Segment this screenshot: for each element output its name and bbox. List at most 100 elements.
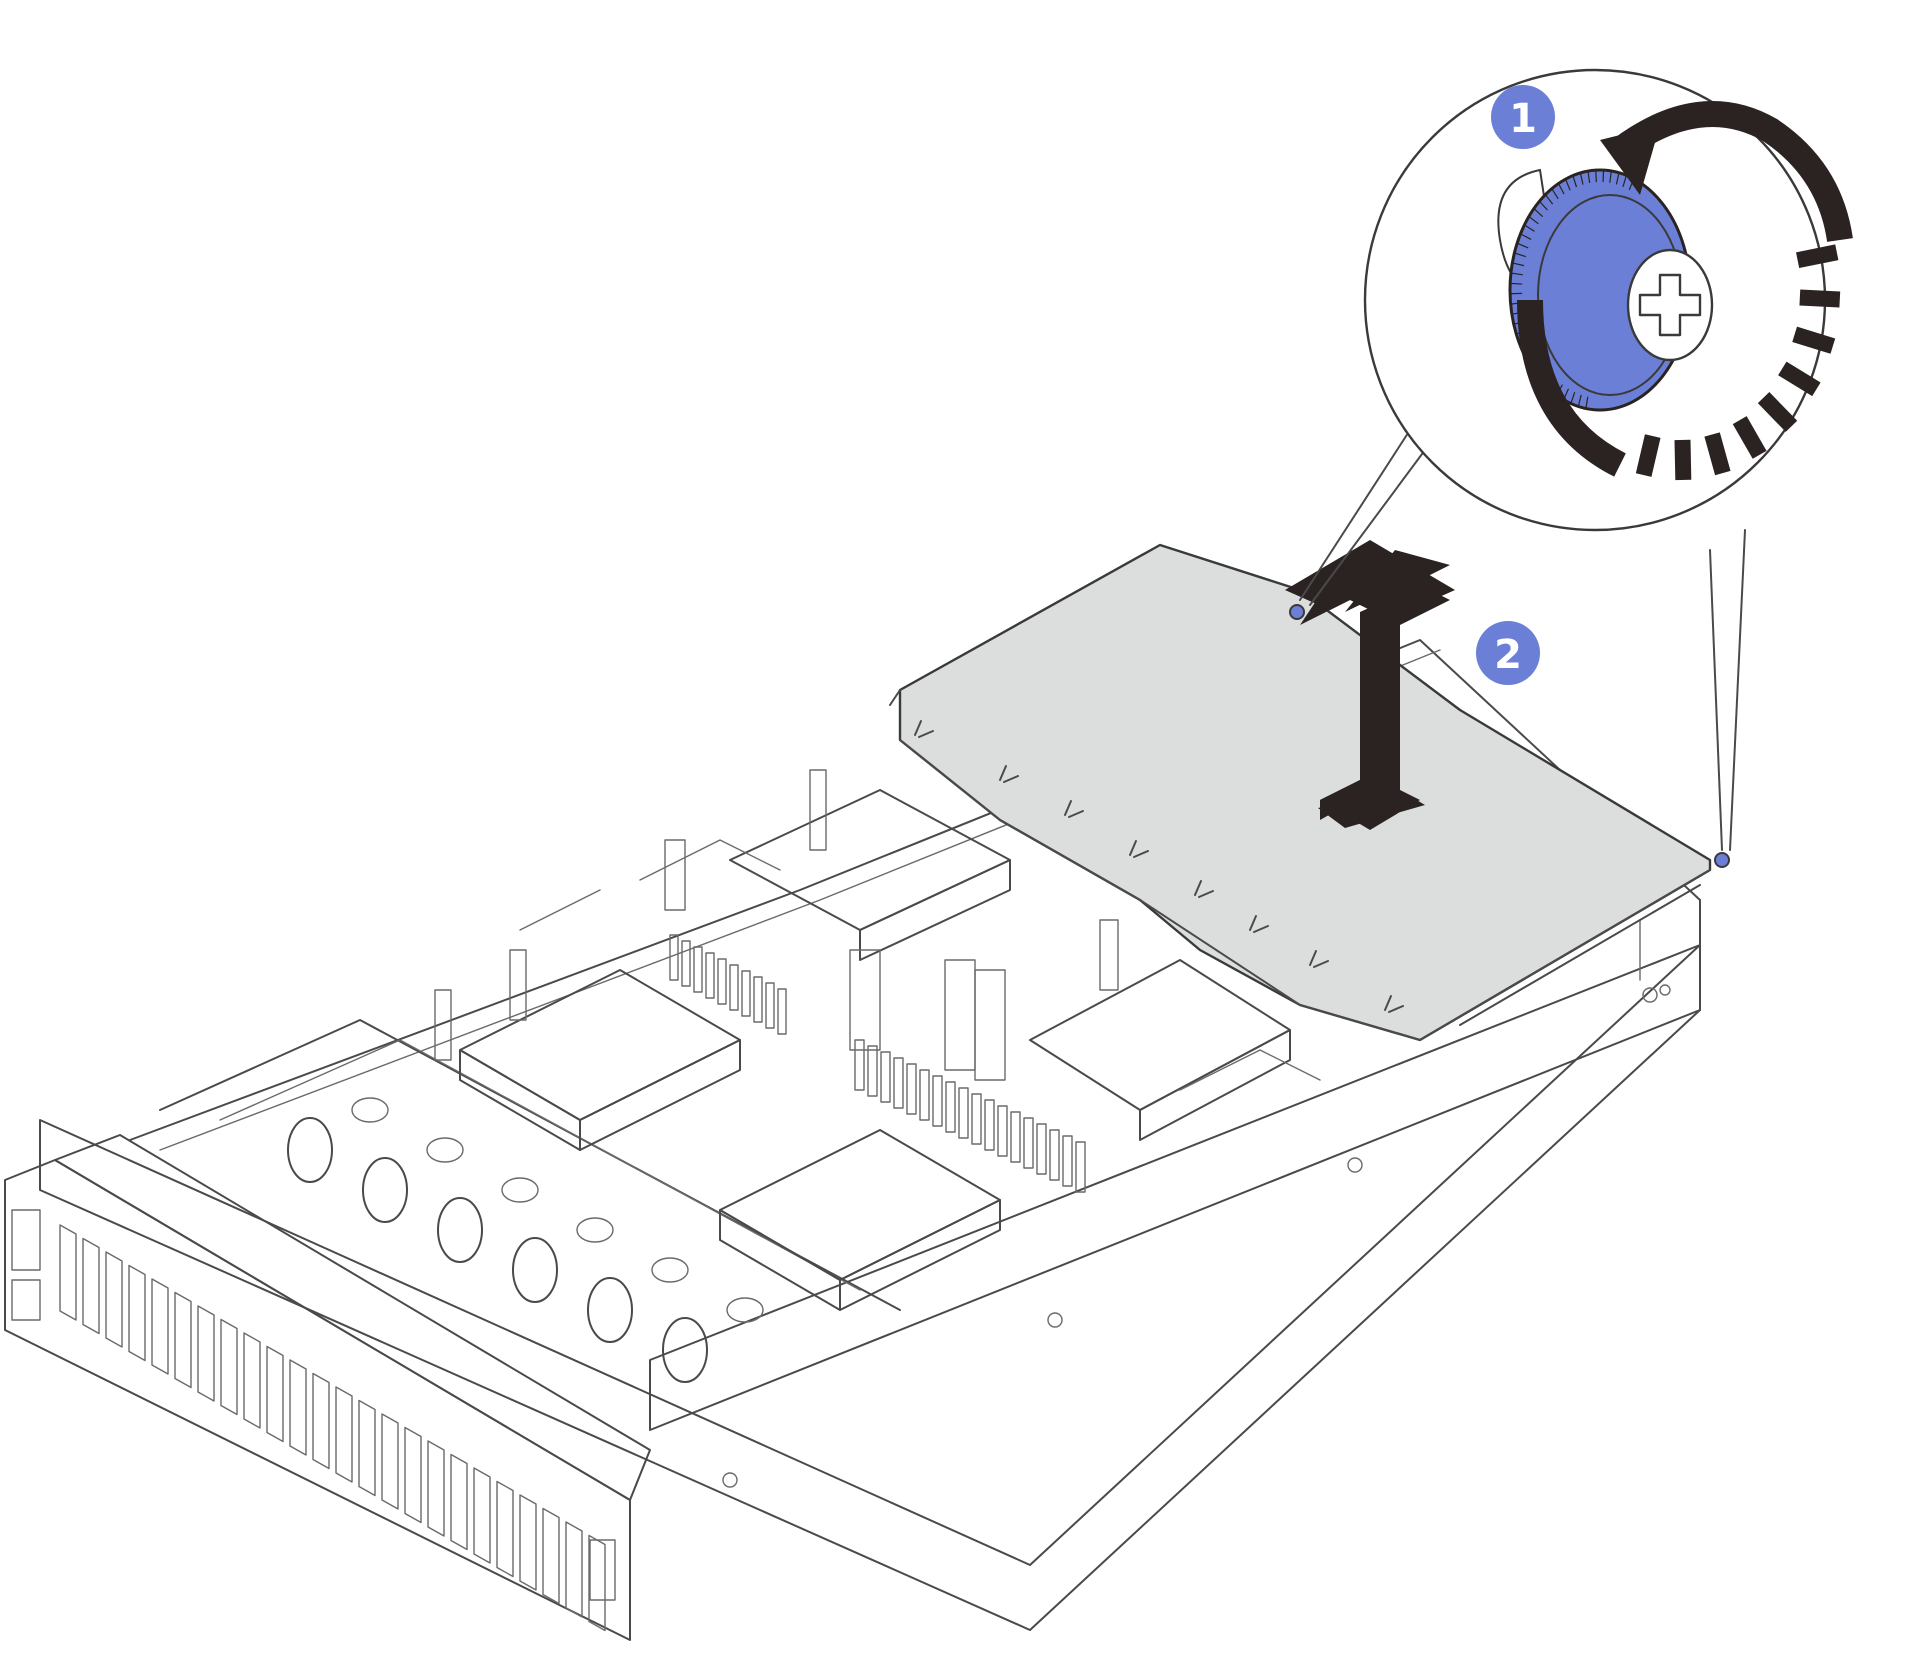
rotation-stripe — [1796, 244, 1839, 269]
dimm-slot — [717, 958, 727, 1005]
dimm-slot — [765, 982, 775, 1029]
drive-bay — [128, 1264, 146, 1362]
detail-magnifier — [1299, 68, 1853, 851]
rotation-stripe — [1704, 432, 1731, 476]
dimm-slot — [893, 1057, 904, 1109]
rotation-stripe — [1732, 416, 1767, 459]
drive-bay — [450, 1453, 468, 1551]
dimm-slot — [693, 946, 703, 993]
fan-hub — [426, 1137, 464, 1163]
knurl-line — [1579, 172, 1584, 185]
fan-hub — [501, 1177, 539, 1203]
drive-bay — [358, 1399, 376, 1497]
dimm-slot — [880, 1051, 891, 1103]
cover-tab — [999, 765, 1007, 781]
drive-bay — [197, 1305, 215, 1402]
drive-bay — [427, 1440, 445, 1537]
dimm-slot — [919, 1069, 930, 1121]
knurl-line — [1570, 391, 1576, 404]
cover-tab — [1068, 810, 1084, 818]
callout-step-1: 1 — [1491, 85, 1555, 149]
dimm-slot — [741, 970, 751, 1017]
fan — [512, 1237, 558, 1303]
knurl-line — [1528, 215, 1539, 225]
dimm-slot — [958, 1087, 969, 1139]
cover-tab — [1309, 950, 1317, 966]
knurl-line — [1595, 170, 1597, 183]
cover-tab — [1198, 890, 1214, 898]
callout-step-2: 2 — [1476, 621, 1540, 685]
lift-up-arrow-icon — [1285, 540, 1455, 830]
fan — [662, 1317, 708, 1383]
dimm-slot — [971, 1093, 982, 1145]
callout-label-1: 1 — [1509, 96, 1537, 142]
cover-tab — [1384, 995, 1392, 1011]
fan — [437, 1197, 483, 1263]
rotate-counterclockwise-arrow-icon — [1517, 101, 1853, 481]
drive-bay — [59, 1224, 77, 1321]
dimm-slot — [729, 964, 739, 1011]
knurl-line — [1577, 394, 1582, 407]
knurl-line — [1516, 242, 1529, 249]
knurl-line — [1510, 272, 1523, 276]
dimm-slot — [705, 952, 715, 999]
drive-bay — [404, 1426, 422, 1524]
knurl-line — [1514, 252, 1527, 258]
cover-tab — [1064, 800, 1072, 816]
cover-tab — [1388, 1005, 1404, 1013]
knurl-line — [1565, 178, 1571, 191]
knurl-line — [1538, 200, 1548, 211]
dimm-slot — [997, 1105, 1008, 1157]
cover-tab — [1194, 880, 1202, 896]
cover-tab — [1313, 960, 1329, 968]
dimm-slot — [1010, 1111, 1021, 1163]
drive-bay — [243, 1332, 261, 1429]
cover-tab — [1133, 850, 1149, 858]
knurl-line — [1533, 208, 1544, 218]
drive-bay — [588, 1534, 606, 1632]
knurl-line — [1622, 175, 1628, 187]
drive-bay — [174, 1291, 192, 1389]
drive-bay — [289, 1359, 307, 1456]
rotation-stripe — [1778, 361, 1821, 397]
knurl-line — [1572, 175, 1578, 188]
knurl-line — [1520, 233, 1532, 240]
knurl-line — [1510, 282, 1523, 285]
cover-tab — [1249, 915, 1257, 931]
dimm-slot — [1036, 1123, 1047, 1175]
fan-hub — [351, 1097, 389, 1123]
dimm-slot — [753, 976, 763, 1023]
rotation-stripe — [1757, 392, 1798, 432]
fan — [287, 1117, 333, 1183]
cover-tab — [1129, 840, 1137, 856]
dimm-slot — [669, 934, 679, 981]
fan — [587, 1277, 633, 1343]
rotation-stripe — [1792, 326, 1836, 354]
knurl-line — [1512, 262, 1525, 267]
knurl-line — [1585, 396, 1589, 409]
dimm-slot — [906, 1063, 917, 1115]
cover-tab — [1253, 925, 1269, 933]
internal-components — [434, 769, 1321, 1311]
knurl-line — [1557, 183, 1565, 195]
fan — [362, 1157, 408, 1223]
drive-bay — [151, 1278, 169, 1375]
callout-label-2: 2 — [1494, 632, 1522, 678]
dimm-slot — [984, 1099, 995, 1151]
cover-tab — [1003, 775, 1019, 783]
rotation-stripe — [1635, 434, 1661, 477]
dimm-slot — [1075, 1141, 1086, 1193]
cover-tab — [918, 730, 934, 738]
dimm-slot — [867, 1045, 878, 1097]
dimm-slot — [777, 988, 787, 1035]
fan-hub — [576, 1217, 614, 1243]
knurl-line — [1615, 172, 1620, 185]
phillips-screw-icon — [1626, 248, 1714, 362]
drive-bay — [266, 1345, 284, 1443]
knurl-line — [1544, 194, 1554, 205]
front-drive-bays — [4, 1134, 651, 1641]
drive-bay — [565, 1521, 583, 1618]
drive-bay — [220, 1318, 238, 1416]
drive-bay — [542, 1507, 560, 1605]
